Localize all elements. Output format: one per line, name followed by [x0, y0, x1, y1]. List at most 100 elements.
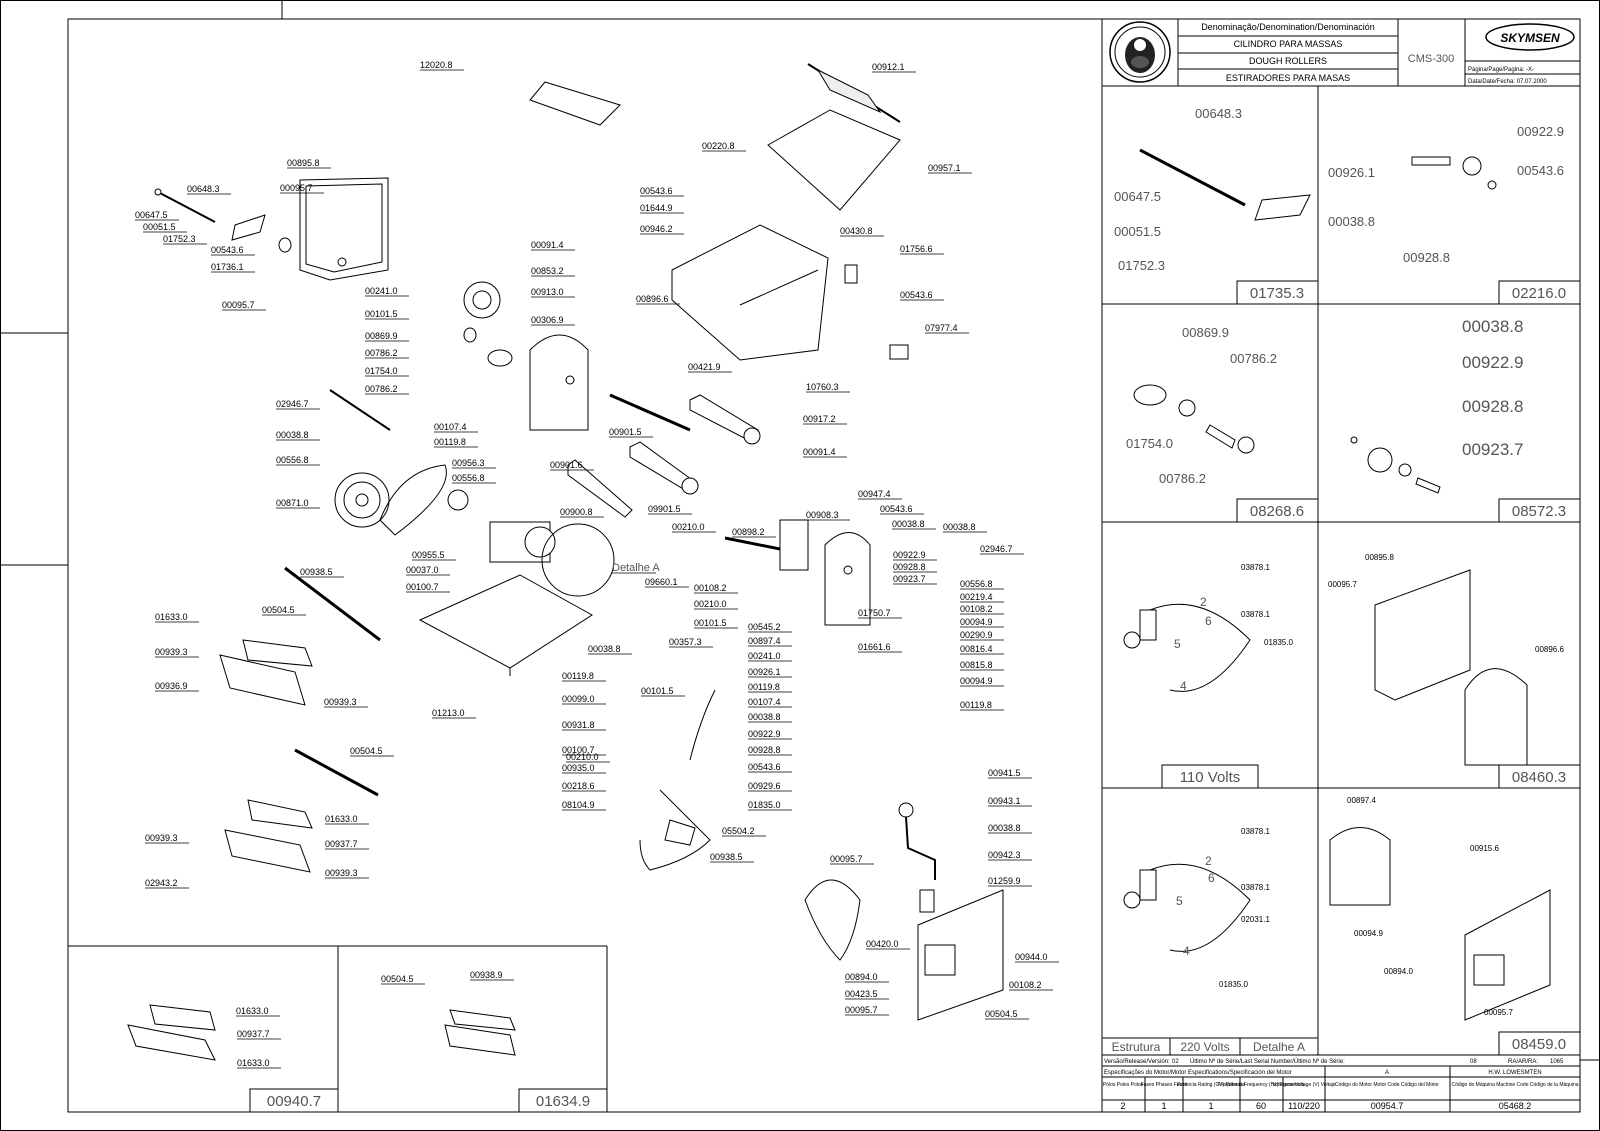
- footer-col-header: Potência Rating (CV) Potencia: [1177, 1082, 1245, 1088]
- part-label: 01835.0: [748, 800, 781, 810]
- part-label: 00095.7: [222, 300, 255, 310]
- part-label: 00869.9: [365, 331, 398, 341]
- detail-part-label: 00928.8: [1403, 250, 1450, 265]
- part-label: 00095.7: [280, 183, 313, 193]
- detail-part-label: 00095.7: [1328, 580, 1357, 589]
- part-label: 01644.9: [640, 203, 673, 213]
- part-label: 00107.4: [748, 697, 781, 707]
- part-label: 01752.3: [163, 234, 196, 244]
- part-label: 00545.2: [748, 622, 781, 632]
- footer-block: Estrutura 220 Volts Detalhe A Versão/Rel…: [1103, 1040, 1579, 1111]
- part-label: 00095.7: [830, 854, 863, 864]
- part-label: 00100.7: [562, 745, 595, 755]
- part-label: 00896.6: [636, 294, 669, 304]
- part-label: 00894.0: [845, 972, 878, 982]
- part-label: 00943.1: [988, 796, 1021, 806]
- detail-panels-view: [1123, 148, 1551, 1021]
- part-label: 00913.0: [531, 287, 564, 297]
- release-label: Versão/Release/Versión:: [1104, 1059, 1170, 1065]
- detail-part-label: 00896.6: [1535, 645, 1564, 654]
- part-label: 00957.1: [928, 163, 961, 173]
- part-label: 07977.4: [925, 323, 958, 333]
- part-label: 00218.6: [562, 781, 595, 791]
- part-label: 01633.0: [155, 612, 188, 622]
- panel-caption-p1: 01735.3: [1250, 285, 1304, 302]
- brand-logo: [1485, 23, 1575, 51]
- detail-part-labels: 00648.300647.500051.501752.300922.900926…: [1114, 106, 1564, 1017]
- part-label: 01736.1: [211, 262, 244, 272]
- motor-spec-label: Especificações do Motor/Motor Especifica…: [1104, 1070, 1292, 1076]
- detail-part-label: 00922.9: [1517, 124, 1564, 139]
- detail-part-label: 00894.0: [1384, 967, 1413, 976]
- part-label: 00543.6: [640, 186, 673, 196]
- part-label: 00219.4: [960, 592, 993, 602]
- part-label: 12020.8: [420, 60, 453, 70]
- name-spanish: ESTIRADORES PARA MASAS: [1226, 73, 1350, 83]
- part-label: 00939.3: [325, 868, 358, 878]
- part-label: 00094.9: [960, 617, 993, 627]
- detail-part-label: 00923.7: [1462, 440, 1523, 459]
- part-label: 10760.3: [806, 382, 839, 392]
- part-label: 00543.6: [880, 504, 913, 514]
- detail-part-label: 2: [1200, 595, 1207, 609]
- part-label: 09660.1: [645, 577, 678, 587]
- detail-part-label: 6: [1208, 871, 1215, 885]
- part-label: 00108.2: [694, 583, 727, 593]
- part-label: 00928.8: [893, 562, 926, 572]
- part-label: 00108.2: [960, 604, 993, 614]
- detail-part-label: 2: [1205, 854, 1212, 868]
- footer-detalhe: Detalhe A: [1253, 1040, 1305, 1054]
- detail-part-label: 00915.6: [1470, 844, 1499, 853]
- part-label: 00938.5: [300, 567, 333, 577]
- part-label: 00922.9: [893, 550, 926, 560]
- part-label: 00306.9: [531, 315, 564, 325]
- company-name: H.W. LOWESMTEN: [1488, 1070, 1541, 1076]
- part-label: 00786.2: [365, 348, 398, 358]
- panel-caption-p6: 08460.3: [1512, 769, 1566, 786]
- part-label: 00038.8: [276, 430, 309, 440]
- part-label: 00504.5: [985, 1009, 1018, 1019]
- part-label: 00038.8: [892, 519, 925, 529]
- footer-col-value: 05468.2: [1499, 1101, 1532, 1111]
- footer-col-value: 00954.7: [1371, 1101, 1404, 1111]
- release-value: 02: [1172, 1059, 1179, 1065]
- part-label: 00556.8: [960, 579, 993, 589]
- footer-estrutura: Estrutura: [1112, 1040, 1161, 1054]
- part-label: 00119.8: [960, 700, 992, 710]
- part-label: 00928.8: [748, 745, 781, 755]
- part-label: 01754.0: [365, 366, 398, 376]
- part-label: 00922.9: [748, 729, 781, 739]
- detail-part-label: 00926.1: [1328, 165, 1375, 180]
- part-label: 00210.0: [672, 522, 705, 532]
- date-label: Data/Date/Fecha: 07.07.2000: [1468, 79, 1547, 85]
- footer-col-header: Freqüência Frequency (Hz) Frecuencia: [1218, 1082, 1305, 1088]
- part-label: 00900.8: [560, 507, 593, 517]
- part-label: 00210.0: [694, 599, 727, 609]
- footer-col-header: Código do Motor Motor Code Código del Mo…: [1335, 1082, 1439, 1088]
- part-label: 01756.6: [900, 244, 933, 254]
- page-label: Página/Page/Pagina: -X-: [1468, 67, 1534, 73]
- part-label: 00108.2: [1009, 980, 1042, 990]
- part-label: 00423.5: [845, 989, 878, 999]
- detail-part-label: 00038.8: [1462, 317, 1523, 336]
- denomination-heading: Denominação/Denomination/Denominación: [1201, 22, 1375, 32]
- footer-col-header: Fases Phases Fases: [1141, 1082, 1188, 1088]
- company-seal-logo: [1109, 21, 1171, 83]
- motor-spec-value: A: [1385, 1070, 1389, 1076]
- part-label: 00119.8: [562, 671, 594, 681]
- part-label: 00094.9: [960, 676, 993, 686]
- ra-value: 1065: [1550, 1059, 1564, 1065]
- part-label: 00210.0: [566, 752, 599, 762]
- part-label: 00929.6: [748, 781, 781, 791]
- part-label: 00897.4: [748, 636, 781, 646]
- part-label: 01750.7: [858, 608, 891, 618]
- part-label: 00917.2: [803, 414, 836, 424]
- part-label: 00101.5: [694, 618, 727, 628]
- part-label: 00504.5: [350, 746, 383, 756]
- part-label: 00647.5: [135, 210, 168, 220]
- part-label: 00786.2: [365, 384, 398, 394]
- detail-part-label: 00038.8: [1328, 214, 1375, 229]
